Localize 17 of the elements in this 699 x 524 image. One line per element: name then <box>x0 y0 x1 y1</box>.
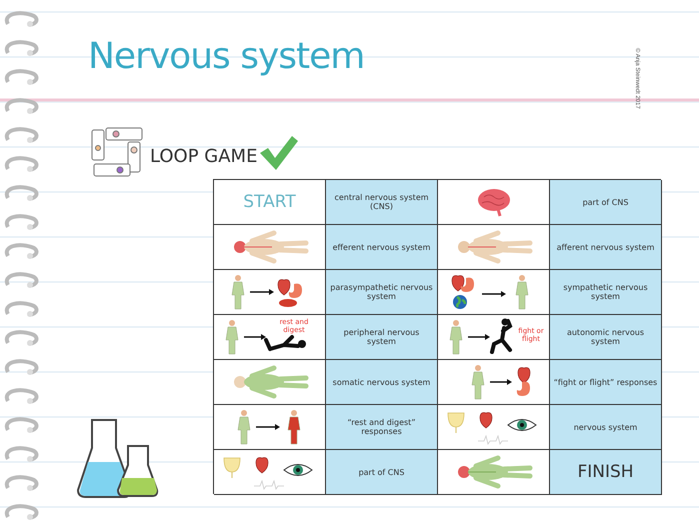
game-marker-cell: FINISH <box>550 450 662 495</box>
term-cell: “rest and digest” responses <box>326 405 438 450</box>
term-cell: part of CNS <box>550 180 662 225</box>
term-cell: central nervous system (CNS) <box>326 180 438 225</box>
term-cell: afferent nervous system <box>550 225 662 270</box>
game-heading: LOOP GAME <box>150 146 258 167</box>
term-cell: autonomic nervous system <box>550 315 662 360</box>
term-cell: parasympathetic nervous system <box>326 270 438 315</box>
term-cell: “fight or flight” responses <box>550 360 662 405</box>
term-cell: efferent nervous system <box>326 225 438 270</box>
term-cell: part of CNS <box>326 450 438 495</box>
term-cell: sympathetic nervous system <box>550 270 662 315</box>
term-cell: peripheral nervous system <box>326 315 438 360</box>
game-marker-cell: START <box>214 180 326 225</box>
page-title: Nervous system <box>88 36 364 77</box>
term-cell: somatic nervous system <box>326 360 438 405</box>
term-cell: nervous system <box>550 405 662 450</box>
